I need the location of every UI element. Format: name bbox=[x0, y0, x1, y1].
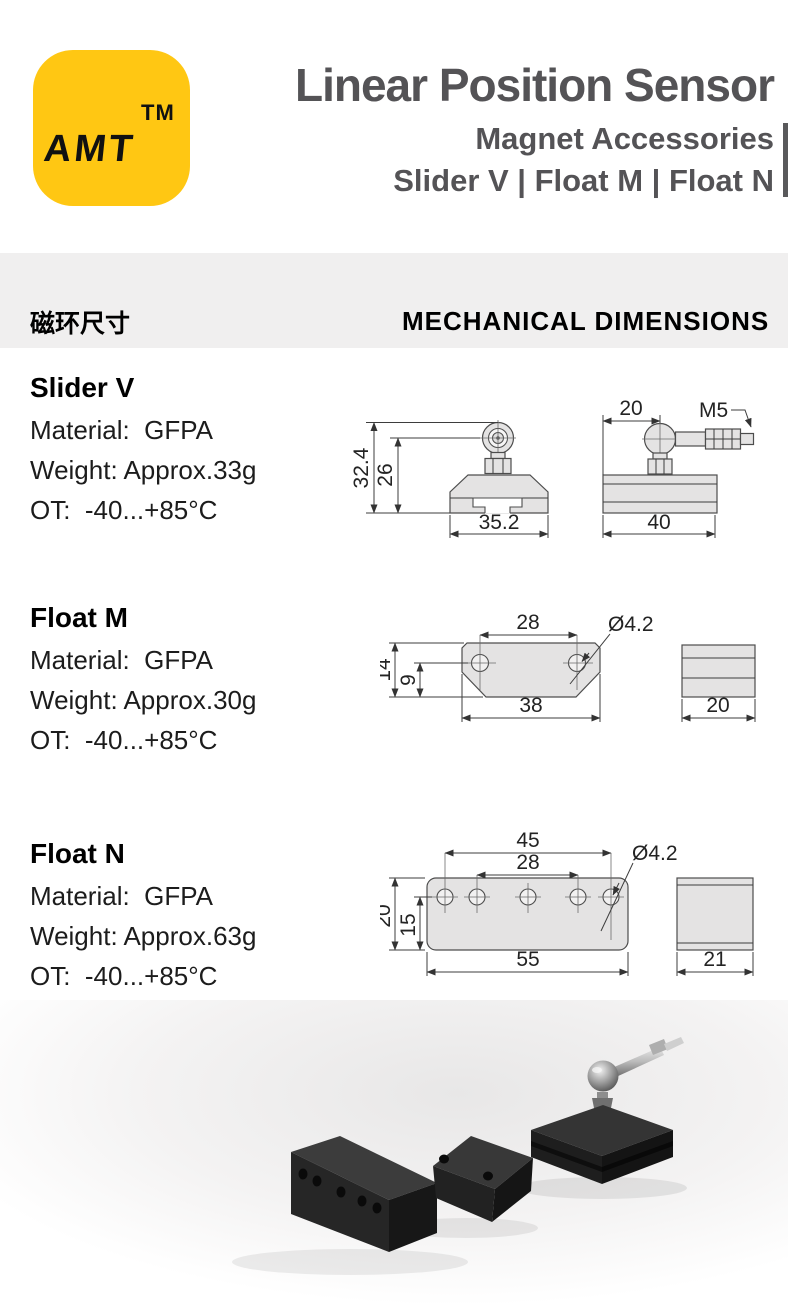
dim-height-outer: 32.4 bbox=[352, 447, 373, 488]
dim-hole-dia: Ø4.2 bbox=[632, 842, 678, 865]
page-title: Linear Position Sensor bbox=[295, 59, 775, 111]
float-m-side-view bbox=[681, 644, 756, 698]
dim-width: 55 bbox=[516, 948, 539, 971]
dim-inner-span: 28 bbox=[516, 851, 539, 874]
photo-slider-v bbox=[531, 1037, 684, 1184]
drawing-float-n: 45 28 Ø4.2 20 15 55 21 bbox=[380, 829, 754, 976]
dim-hole-height: 15 bbox=[397, 913, 420, 936]
section-title-chinese: 磁环尺寸 bbox=[30, 310, 131, 338]
scrollbar-thumb[interactable] bbox=[783, 123, 788, 197]
dim-outer-span: 45 bbox=[516, 829, 539, 852]
product-name: Float N bbox=[30, 838, 125, 869]
rail-side-view bbox=[602, 474, 718, 514]
dim-side-width: 40 bbox=[647, 511, 670, 534]
product-ot: OT: -40...+85°C bbox=[30, 725, 218, 755]
product-ot: OT: -40...+85°C bbox=[30, 961, 218, 991]
dim-front-width: 35.2 bbox=[479, 511, 520, 534]
dim-hole-spacing: 28 bbox=[516, 611, 539, 634]
photo-float-m bbox=[433, 1136, 533, 1222]
product-material: Material: GFPA bbox=[30, 645, 214, 675]
product-block-slider-v: Slider V Material: GFPA Weight: Approx.3… bbox=[30, 372, 256, 530]
variant-list: Slider V | Float M | Float N bbox=[393, 163, 774, 198]
float-m-plate bbox=[461, 642, 601, 698]
product-photo bbox=[0, 1000, 788, 1312]
product-weight: Weight: Approx.63g bbox=[30, 921, 257, 951]
t-slot bbox=[472, 497, 523, 513]
drawing-slider-v: 32.4 26 35.2 20 M5 40 bbox=[352, 397, 755, 538]
dim-height-inner: 26 bbox=[374, 463, 397, 486]
logo-tm-mark: TM bbox=[141, 100, 175, 125]
photo-float-n bbox=[291, 1136, 437, 1252]
product-name: Float M bbox=[30, 602, 128, 633]
product-name: Slider V bbox=[30, 372, 135, 403]
dim-depth: 21 bbox=[703, 948, 726, 971]
product-block-float-n: Float N Material: GFPA Weight: Approx.63… bbox=[30, 838, 256, 996]
section-header-band: 磁环尺寸 MECHANICAL DIMENSIONS bbox=[0, 253, 788, 348]
dim-hole-dia: Ø4.2 bbox=[608, 613, 654, 636]
thread-label: M5 bbox=[699, 399, 728, 422]
product-weight: Weight: Approx.33g bbox=[30, 455, 257, 485]
drawing-float-m: 28 Ø4.2 14 9 38 20 bbox=[380, 611, 756, 722]
product-material: Material: GFPA bbox=[30, 415, 214, 445]
section-title-english: MECHANICAL DIMENSIONS bbox=[402, 306, 770, 336]
dim-top-offset: 20 bbox=[619, 397, 642, 420]
float-n-side-view bbox=[676, 877, 754, 951]
logo-wordmark: AMT bbox=[41, 128, 138, 170]
product-block-float-m: Float M Material: GFPA Weight: Approx.30… bbox=[30, 602, 256, 760]
dim-height: 20 bbox=[380, 904, 395, 927]
dim-hole-height: 9 bbox=[397, 674, 420, 686]
product-material: Material: GFPA bbox=[30, 881, 214, 911]
dim-height: 14 bbox=[380, 658, 395, 682]
product-ot: OT: -40...+85°C bbox=[30, 495, 218, 525]
amt-logo: TM AMT bbox=[33, 50, 190, 206]
product-weight: Weight: Approx.30g bbox=[30, 685, 257, 715]
dim-depth: 20 bbox=[706, 694, 729, 717]
dim-width: 38 bbox=[519, 694, 542, 717]
page-subtitle: Magnet Accessories bbox=[475, 121, 774, 156]
